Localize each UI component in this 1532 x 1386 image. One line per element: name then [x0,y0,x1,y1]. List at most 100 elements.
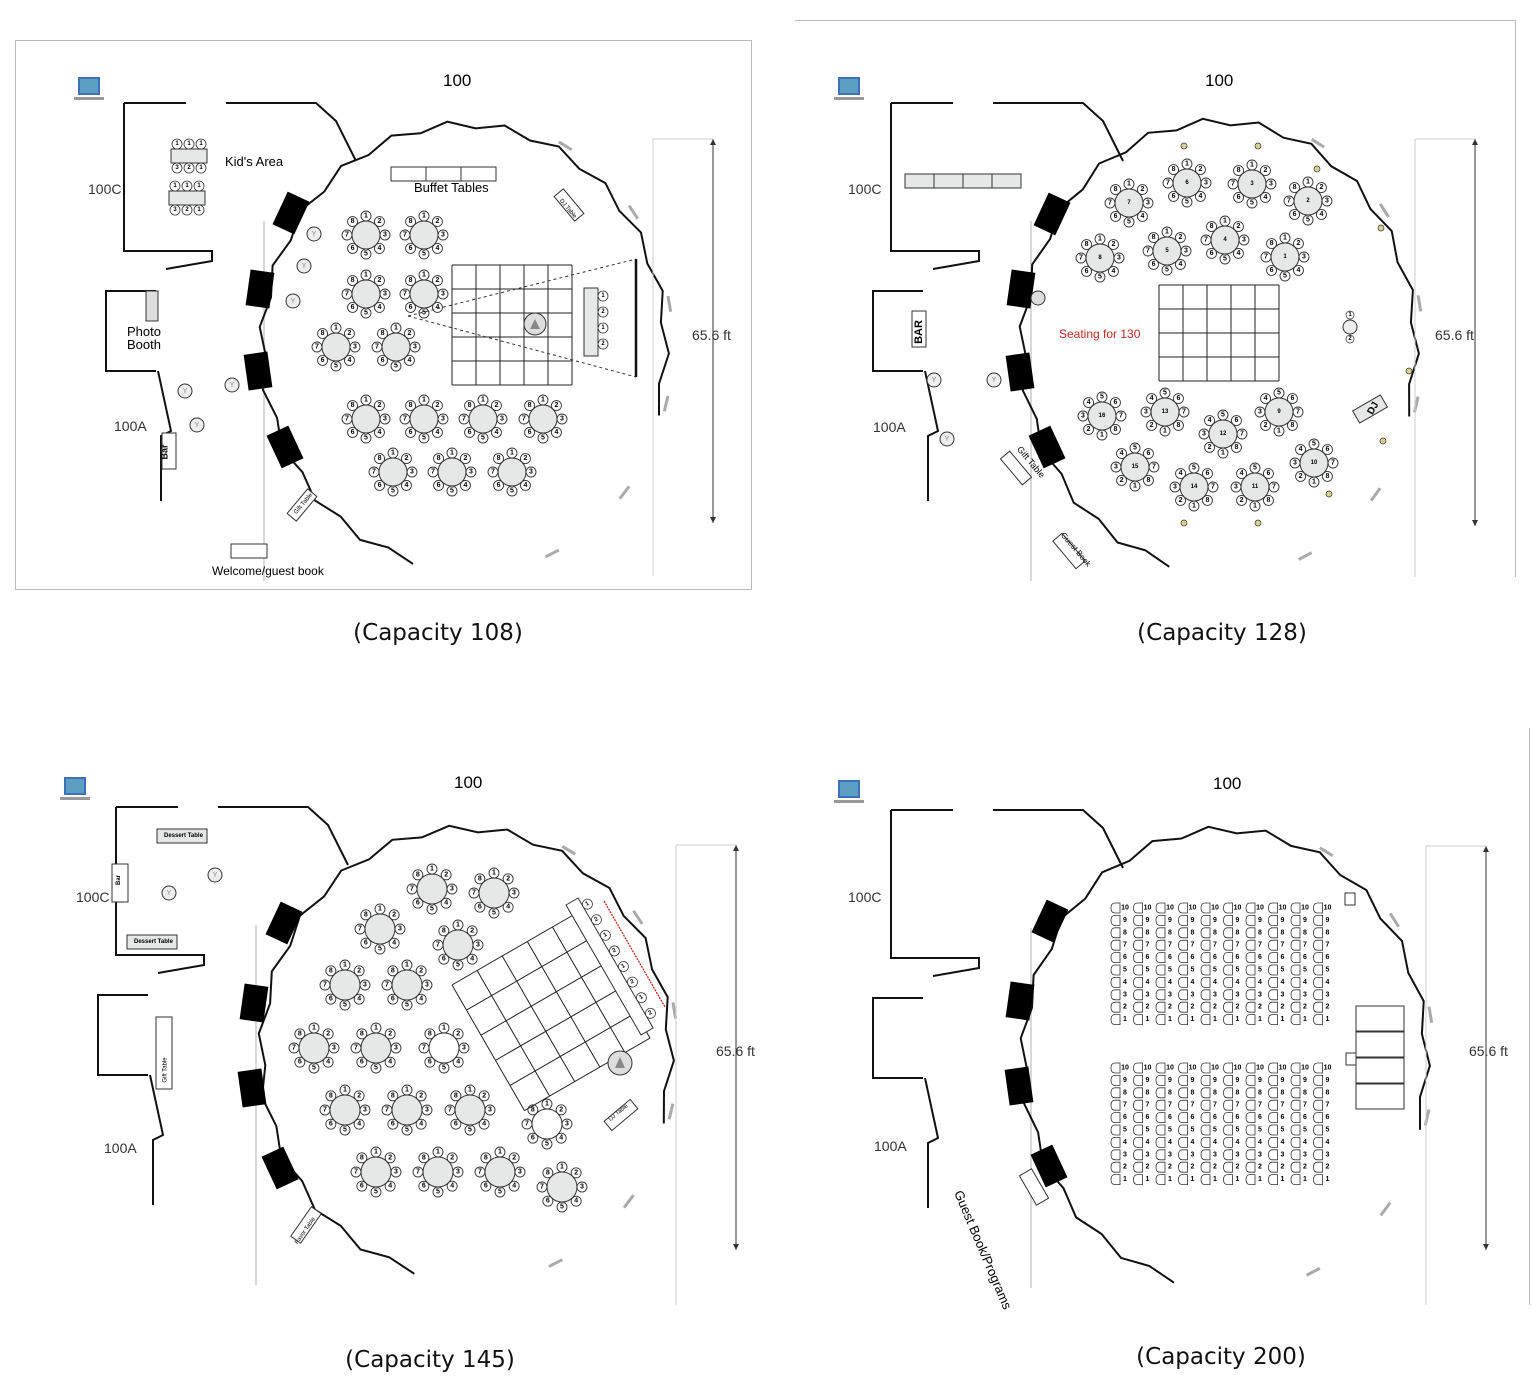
chair [1155,1161,1166,1173]
seat [493,453,505,465]
grid-line [451,912,578,986]
table-top [468,404,498,434]
floorplan-drawing: 1098765432110987654321109876543211098765… [834,780,1489,1305]
glass-icon: Y [992,377,997,384]
row-number: 7 [1123,1102,1127,1109]
row-number: 10 [1166,905,1174,912]
seat-number: 6 [1237,194,1241,201]
room-wall [123,102,357,270]
chair [1290,1062,1301,1074]
row-number: 1 [1281,1176,1285,1183]
seat-number: 8 [351,402,355,409]
seat-number: 2 [1319,184,1323,191]
row-number: 1 [1303,1176,1307,1183]
table-top [1114,188,1144,218]
room-wall [105,290,173,501]
row-number: 10 [1301,1065,1309,1072]
chair [1223,1149,1233,1161]
seat [1260,393,1272,405]
seat-number: 7 [358,926,362,933]
seat-number: 6 [360,1183,364,1190]
seat-number: 3 [441,232,445,239]
chair [1245,1087,1256,1099]
chair [1110,915,1121,926]
row-number: 4 [1123,1139,1127,1146]
seat [1345,310,1355,320]
table-number: 15 [1132,464,1139,470]
row-number: 9 [1191,917,1195,924]
seat-number: 1 [1127,181,1131,188]
row-number: 5 [1236,1127,1240,1134]
row-number: 8 [1123,1089,1127,1096]
seat [570,1195,582,1207]
seat-number: 2 [612,947,618,954]
seat [555,1132,567,1144]
seat [183,162,195,174]
seat [618,961,629,972]
seat [1204,441,1216,453]
row-number: 1 [1236,1176,1240,1183]
row-number: 1 [1123,1016,1127,1023]
table-top [364,913,396,945]
table-number: 10 [1311,460,1318,466]
seat-number: 5 [391,488,395,495]
row-number: 2 [1168,1004,1172,1011]
row-number: 1 [1303,1016,1307,1023]
seat [181,204,193,216]
seat-number: 3 [518,1169,522,1176]
row-number: 3 [1281,991,1285,998]
seat-number: 3 [1117,255,1121,262]
caption-capacity-108: (Capacity 108) [353,620,523,646]
seat-number: 4 [419,996,423,1003]
seat-number: 7 [1272,484,1276,491]
chair [1200,1174,1211,1185]
seat-number: 6 [1266,470,1270,477]
seat-number: 5 [1192,465,1196,472]
table-top [1237,169,1267,199]
row-number: 5 [1326,967,1330,974]
chair [1245,977,1256,988]
room-label-west: 100C [848,889,882,905]
gift-table [286,488,318,522]
seat-number: 2 [407,330,411,337]
chair [1178,1062,1188,1074]
dimension-label: 65.6 ft [1435,327,1474,343]
seat-number: 1 [199,141,203,147]
seat [597,338,609,350]
chair [1155,902,1166,914]
seat-number: 3 [1184,248,1188,255]
seat-number: 5 [405,1002,409,1009]
seat [474,873,486,885]
seat-number: 6 [381,357,385,364]
seat [405,426,417,438]
seat-number: 4 [1140,213,1144,220]
seat-number: 3 [425,1107,429,1114]
chair [1290,915,1301,926]
seat-number: 8 [378,455,382,462]
chair [1133,1001,1143,1013]
seat-number: 1 [422,213,426,220]
chair [1223,1137,1233,1148]
chair [1223,1112,1233,1123]
table-top [422,1156,454,1188]
window [618,485,631,500]
seat-number: 6 [409,245,413,252]
seat-number: 4 [435,429,439,436]
seat-number: 4 [506,904,510,911]
pillar [265,901,303,945]
uplight [1254,142,1262,150]
seat-number: 3 [425,982,429,989]
seat [636,992,647,1004]
row-number: 8 [1303,1089,1307,1096]
row-number: 6 [1146,1114,1150,1121]
row-number: 8 [1326,929,1330,936]
chair [1290,1112,1301,1123]
seat [1142,474,1154,486]
chair [1268,1001,1278,1013]
cocktail-table [207,867,223,883]
row-number: 2 [1191,1004,1195,1011]
head-table-top [565,897,654,1036]
chair [1313,1124,1323,1136]
seat [440,897,452,909]
seat [1259,191,1271,203]
